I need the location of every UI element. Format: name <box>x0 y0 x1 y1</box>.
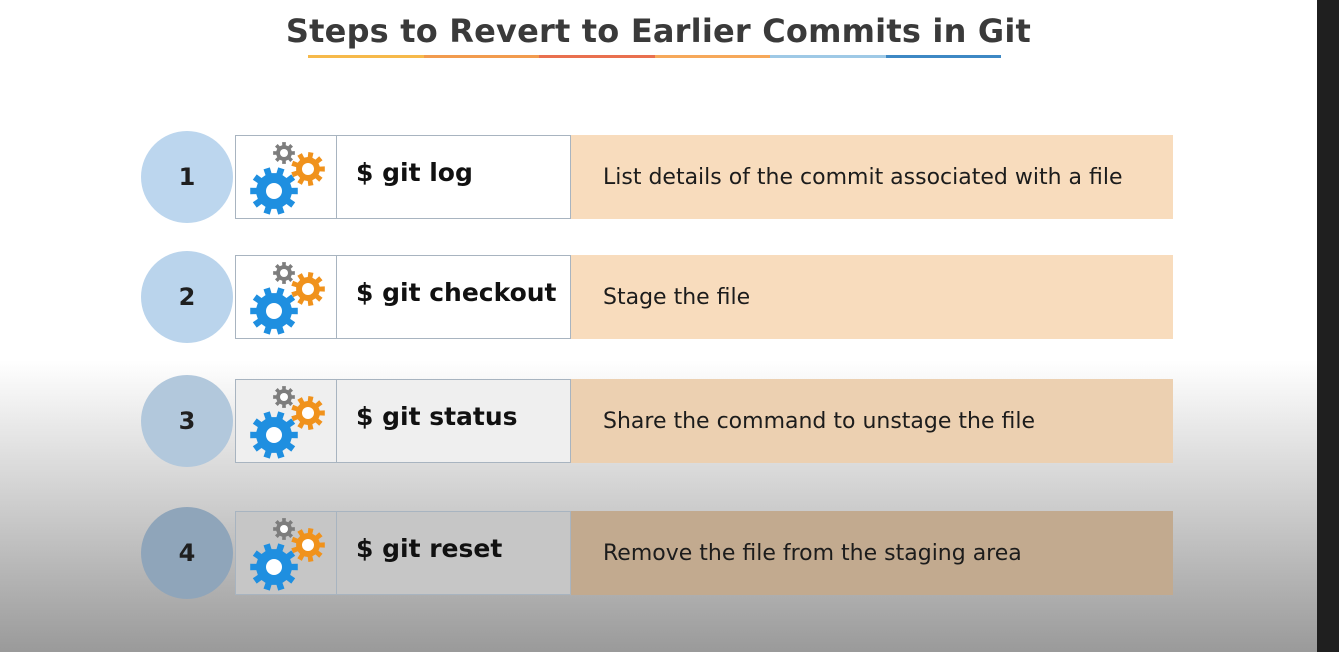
description-box: List details of the commit associated wi… <box>571 135 1173 219</box>
underline-segment <box>308 55 424 58</box>
underline-segment <box>539 55 655 58</box>
icon-box <box>235 255 337 339</box>
blue-gear-icon <box>250 287 298 335</box>
underline-segment <box>770 55 886 58</box>
orange-gear-icon <box>291 272 325 306</box>
command-box: $ git reset <box>337 511 571 595</box>
command-box: $ git checkout <box>337 255 571 339</box>
step-number-badge: 4 <box>141 507 233 599</box>
blue-gear-icon <box>250 543 298 591</box>
orange-gear-icon <box>291 396 325 430</box>
command-text: $ git status <box>356 402 518 431</box>
gears-icon <box>250 386 325 459</box>
description-box: Stage the file <box>571 255 1173 339</box>
command-box: $ git log <box>337 135 571 219</box>
description-box: Remove the file from the staging area <box>571 511 1173 595</box>
description-text: Stage the file <box>603 284 751 310</box>
blue-gear-icon <box>250 167 298 215</box>
step-number-badge: 2 <box>141 251 233 343</box>
description-text: List details of the commit associated wi… <box>603 164 1123 190</box>
title-underline <box>308 55 1001 58</box>
step-row-2: 2 $ git checkout Stage the file <box>141 251 1173 343</box>
step-number-badge: 3 <box>141 375 233 467</box>
underline-segment <box>885 55 1001 58</box>
orange-gear-icon <box>291 152 325 186</box>
underline-segment <box>423 55 539 58</box>
gears-icon <box>250 262 325 335</box>
icon-box <box>235 511 337 595</box>
gears-icon <box>250 518 325 591</box>
icon-box <box>235 379 337 463</box>
gray-gear-icon <box>273 518 295 540</box>
orange-gear-icon <box>291 528 325 562</box>
gray-gear-icon <box>273 386 295 408</box>
step-row-3: 3 $ git status Share the command to unst… <box>141 375 1173 467</box>
command-text: $ git checkout <box>356 278 557 307</box>
step-row-1: 1 $ git log List details of the commit a… <box>141 131 1173 223</box>
underline-segment <box>654 55 770 58</box>
step-number-badge: 1 <box>141 131 233 223</box>
command-text: $ git log <box>356 158 473 187</box>
command-text: $ git reset <box>356 534 503 563</box>
gears-icon <box>250 142 325 215</box>
gray-gear-icon <box>273 142 295 164</box>
description-text: Share the command to unstage the file <box>603 408 1036 434</box>
description-text: Remove the file from the staging area <box>603 540 1022 566</box>
description-box: Share the command to unstage the file <box>571 379 1173 463</box>
icon-box <box>235 135 337 219</box>
gray-gear-icon <box>273 262 295 284</box>
blue-gear-icon <box>250 411 298 459</box>
step-row-4: 4 $ git reset Remove the file from the s… <box>141 507 1173 599</box>
slide-title: Steps to Revert to Earlier Commits in Gi… <box>285 12 1032 50</box>
command-box: $ git status <box>337 379 571 463</box>
